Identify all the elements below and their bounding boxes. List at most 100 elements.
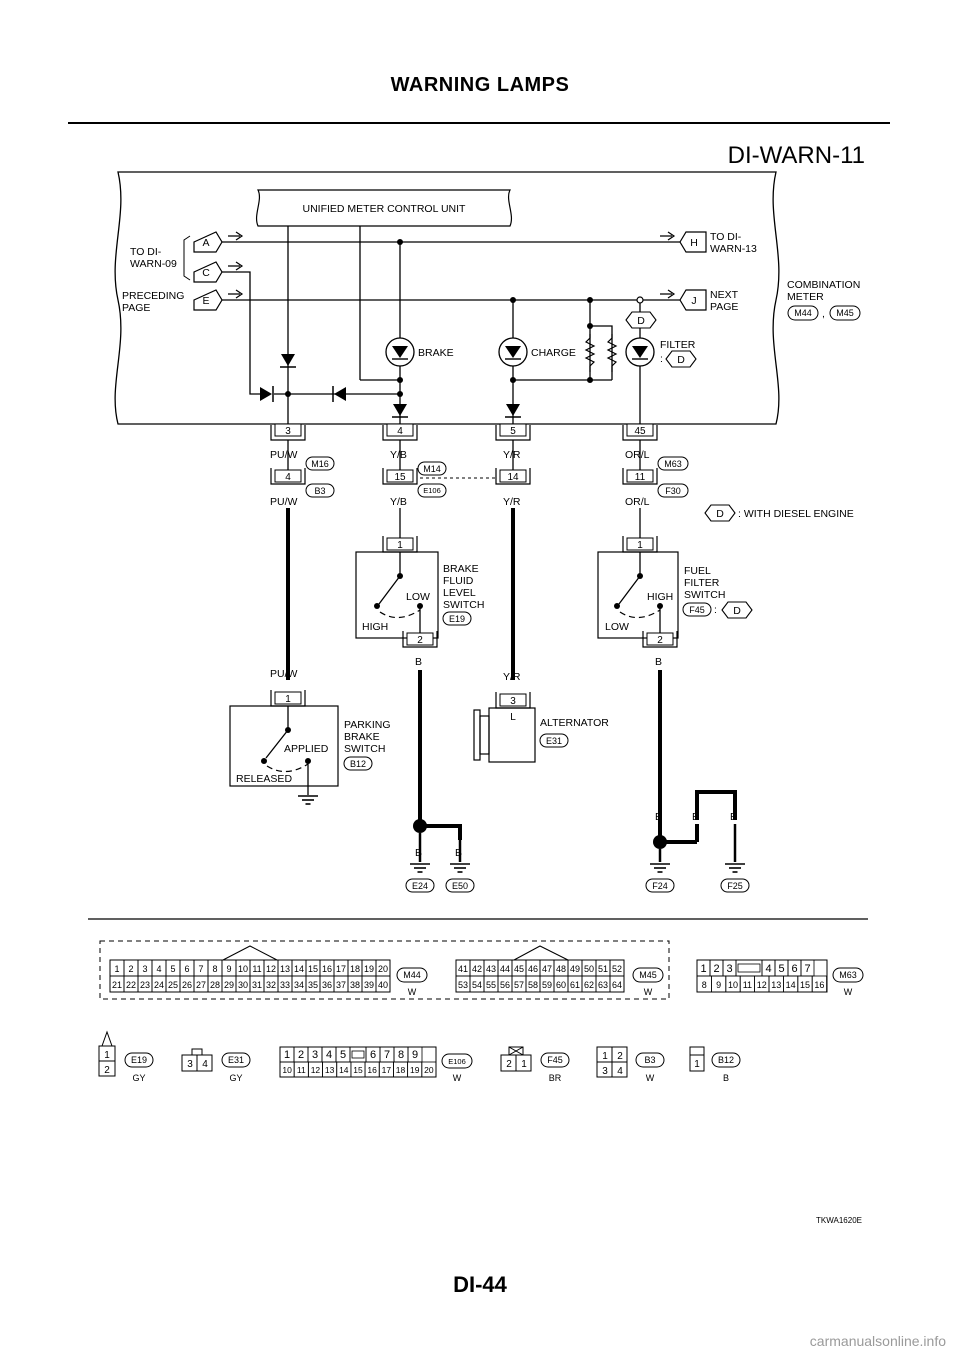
connector-pin: 19	[364, 964, 374, 974]
connector-pin: 20	[424, 1065, 434, 1075]
flag-c: C	[193, 261, 223, 283]
face-label-b12: B12	[718, 1055, 734, 1065]
connector-e31-face: 3 4	[181, 1048, 213, 1072]
wire-b-gnd2: B	[455, 847, 462, 859]
face-label-m45: M45	[639, 970, 657, 980]
to-right-label-2: WARN-13	[710, 243, 757, 255]
charge-lamp	[498, 337, 528, 367]
svg-text:1: 1	[602, 1051, 608, 1062]
face-color-f45: BR	[549, 1073, 562, 1083]
connector-pin: 11	[743, 980, 752, 990]
face-label-e19: E19	[131, 1055, 147, 1065]
connector-pin: 6	[184, 964, 189, 974]
connector-pin: 9	[226, 964, 231, 974]
combination-label-1: COMBINATION	[787, 279, 860, 291]
page-title: WARNING LAMPS	[390, 74, 570, 96]
filter-colon: :	[660, 353, 663, 365]
conn-b12-label: B12	[350, 759, 366, 769]
connector-pin: 6	[370, 1049, 376, 1061]
connector-pin: 2	[298, 1049, 304, 1061]
fuel-filter-label-2: FILTER	[684, 577, 720, 589]
connector-pin: 6	[791, 963, 797, 975]
svg-text:4: 4	[617, 1066, 623, 1077]
connector-pin: 63	[598, 980, 608, 990]
flag-e: E	[193, 289, 223, 311]
figure-code: TKWA1620E	[816, 1216, 862, 1225]
wire-orl-2: OR/L	[625, 496, 650, 508]
connector-pin: 1	[284, 1049, 290, 1061]
preceding-label-2: PAGE	[122, 302, 150, 314]
connector-pin: 10	[728, 980, 738, 990]
face-label-b3: B3	[644, 1055, 655, 1065]
connector-pin: 10	[238, 964, 248, 974]
brake-fluid-high: HIGH	[362, 621, 388, 633]
connector-pin: 58	[528, 980, 538, 990]
connector-pin: 62	[584, 980, 594, 990]
connector-pin: 20	[378, 964, 388, 974]
connector-lock-tab	[351, 1050, 365, 1059]
wire-puw-2: PU/W	[270, 496, 298, 508]
diode-1	[280, 354, 296, 368]
diode-4	[392, 404, 408, 418]
next-label-1: NEXT	[710, 289, 739, 301]
flag-d-filter: D	[665, 350, 697, 368]
connector-pin: 4	[326, 1049, 332, 1061]
connector-pin: 54	[472, 980, 482, 990]
fuel-filter-switch: 1 2	[597, 536, 679, 648]
svg-text:D: D	[637, 315, 645, 327]
connector-pin: 45	[514, 964, 524, 974]
fuel-filter-label-3: SWITCH	[684, 589, 725, 601]
svg-text:15: 15	[394, 472, 406, 483]
brake-fluid-label-4: SWITCH	[443, 599, 484, 611]
connector-pin: 12	[266, 964, 276, 974]
watermark: carmanualsonline.info	[809, 1333, 946, 1349]
connector-pin: 41	[458, 964, 468, 974]
face-label-m44: M44	[403, 970, 421, 980]
face-color-e106: W	[453, 1073, 462, 1083]
connector-pin: 3	[726, 963, 732, 975]
conn-f30: F30	[665, 486, 681, 496]
control-unit-box	[255, 189, 513, 227]
wire-puw-1: PU/W	[270, 449, 298, 461]
meter-outline	[114, 171, 780, 425]
alternator-label: ALTERNATOR	[540, 717, 609, 729]
face-label-m63: M63	[839, 970, 857, 980]
connector-pin: 1	[114, 964, 119, 974]
connector-pin: 13	[771, 980, 781, 990]
svg-text:H: H	[690, 237, 698, 249]
connector-pin: 28	[210, 980, 220, 990]
svg-text:3: 3	[285, 426, 291, 437]
connector-pin: 13	[280, 964, 290, 974]
connector-pin: 9	[412, 1049, 418, 1061]
wire-yb-1: Y/B	[390, 449, 407, 461]
wire-orl-1: OR/L	[625, 449, 650, 461]
brake-fluid-label-2: FLUID	[443, 575, 474, 587]
fuel-filter-colon: :	[714, 604, 717, 616]
connector-pin: 5	[778, 963, 784, 975]
connector-pin: 15	[800, 980, 810, 990]
parking-released: RELEASED	[236, 773, 292, 785]
svg-text:J: J	[691, 295, 696, 307]
next-label-2: PAGE	[710, 301, 738, 313]
connector-pin: 7	[198, 964, 203, 974]
svg-text:3: 3	[510, 696, 516, 707]
to-left-label-1: TO DI-	[130, 246, 162, 258]
connector-pin: 9	[716, 980, 721, 990]
face-color-m63: W	[844, 987, 853, 997]
parking-label-1: PARKING	[344, 719, 390, 731]
svg-text:14: 14	[507, 472, 519, 483]
connector-pin: 8	[212, 964, 217, 974]
connector-pin: 47	[542, 964, 552, 974]
connector-pin: 23	[140, 980, 150, 990]
svg-text:11: 11	[635, 472, 646, 483]
connector-pin: 53	[458, 980, 468, 990]
diode-2	[260, 386, 274, 402]
connector-pin: 14	[339, 1065, 349, 1075]
connector-pin: 27	[196, 980, 206, 990]
to-left-label-2: WARN-09	[130, 258, 177, 270]
connector-pin: 60	[556, 980, 566, 990]
diagram-id: DI-WARN-11	[727, 142, 865, 169]
connector-pin: 11	[297, 1065, 306, 1075]
